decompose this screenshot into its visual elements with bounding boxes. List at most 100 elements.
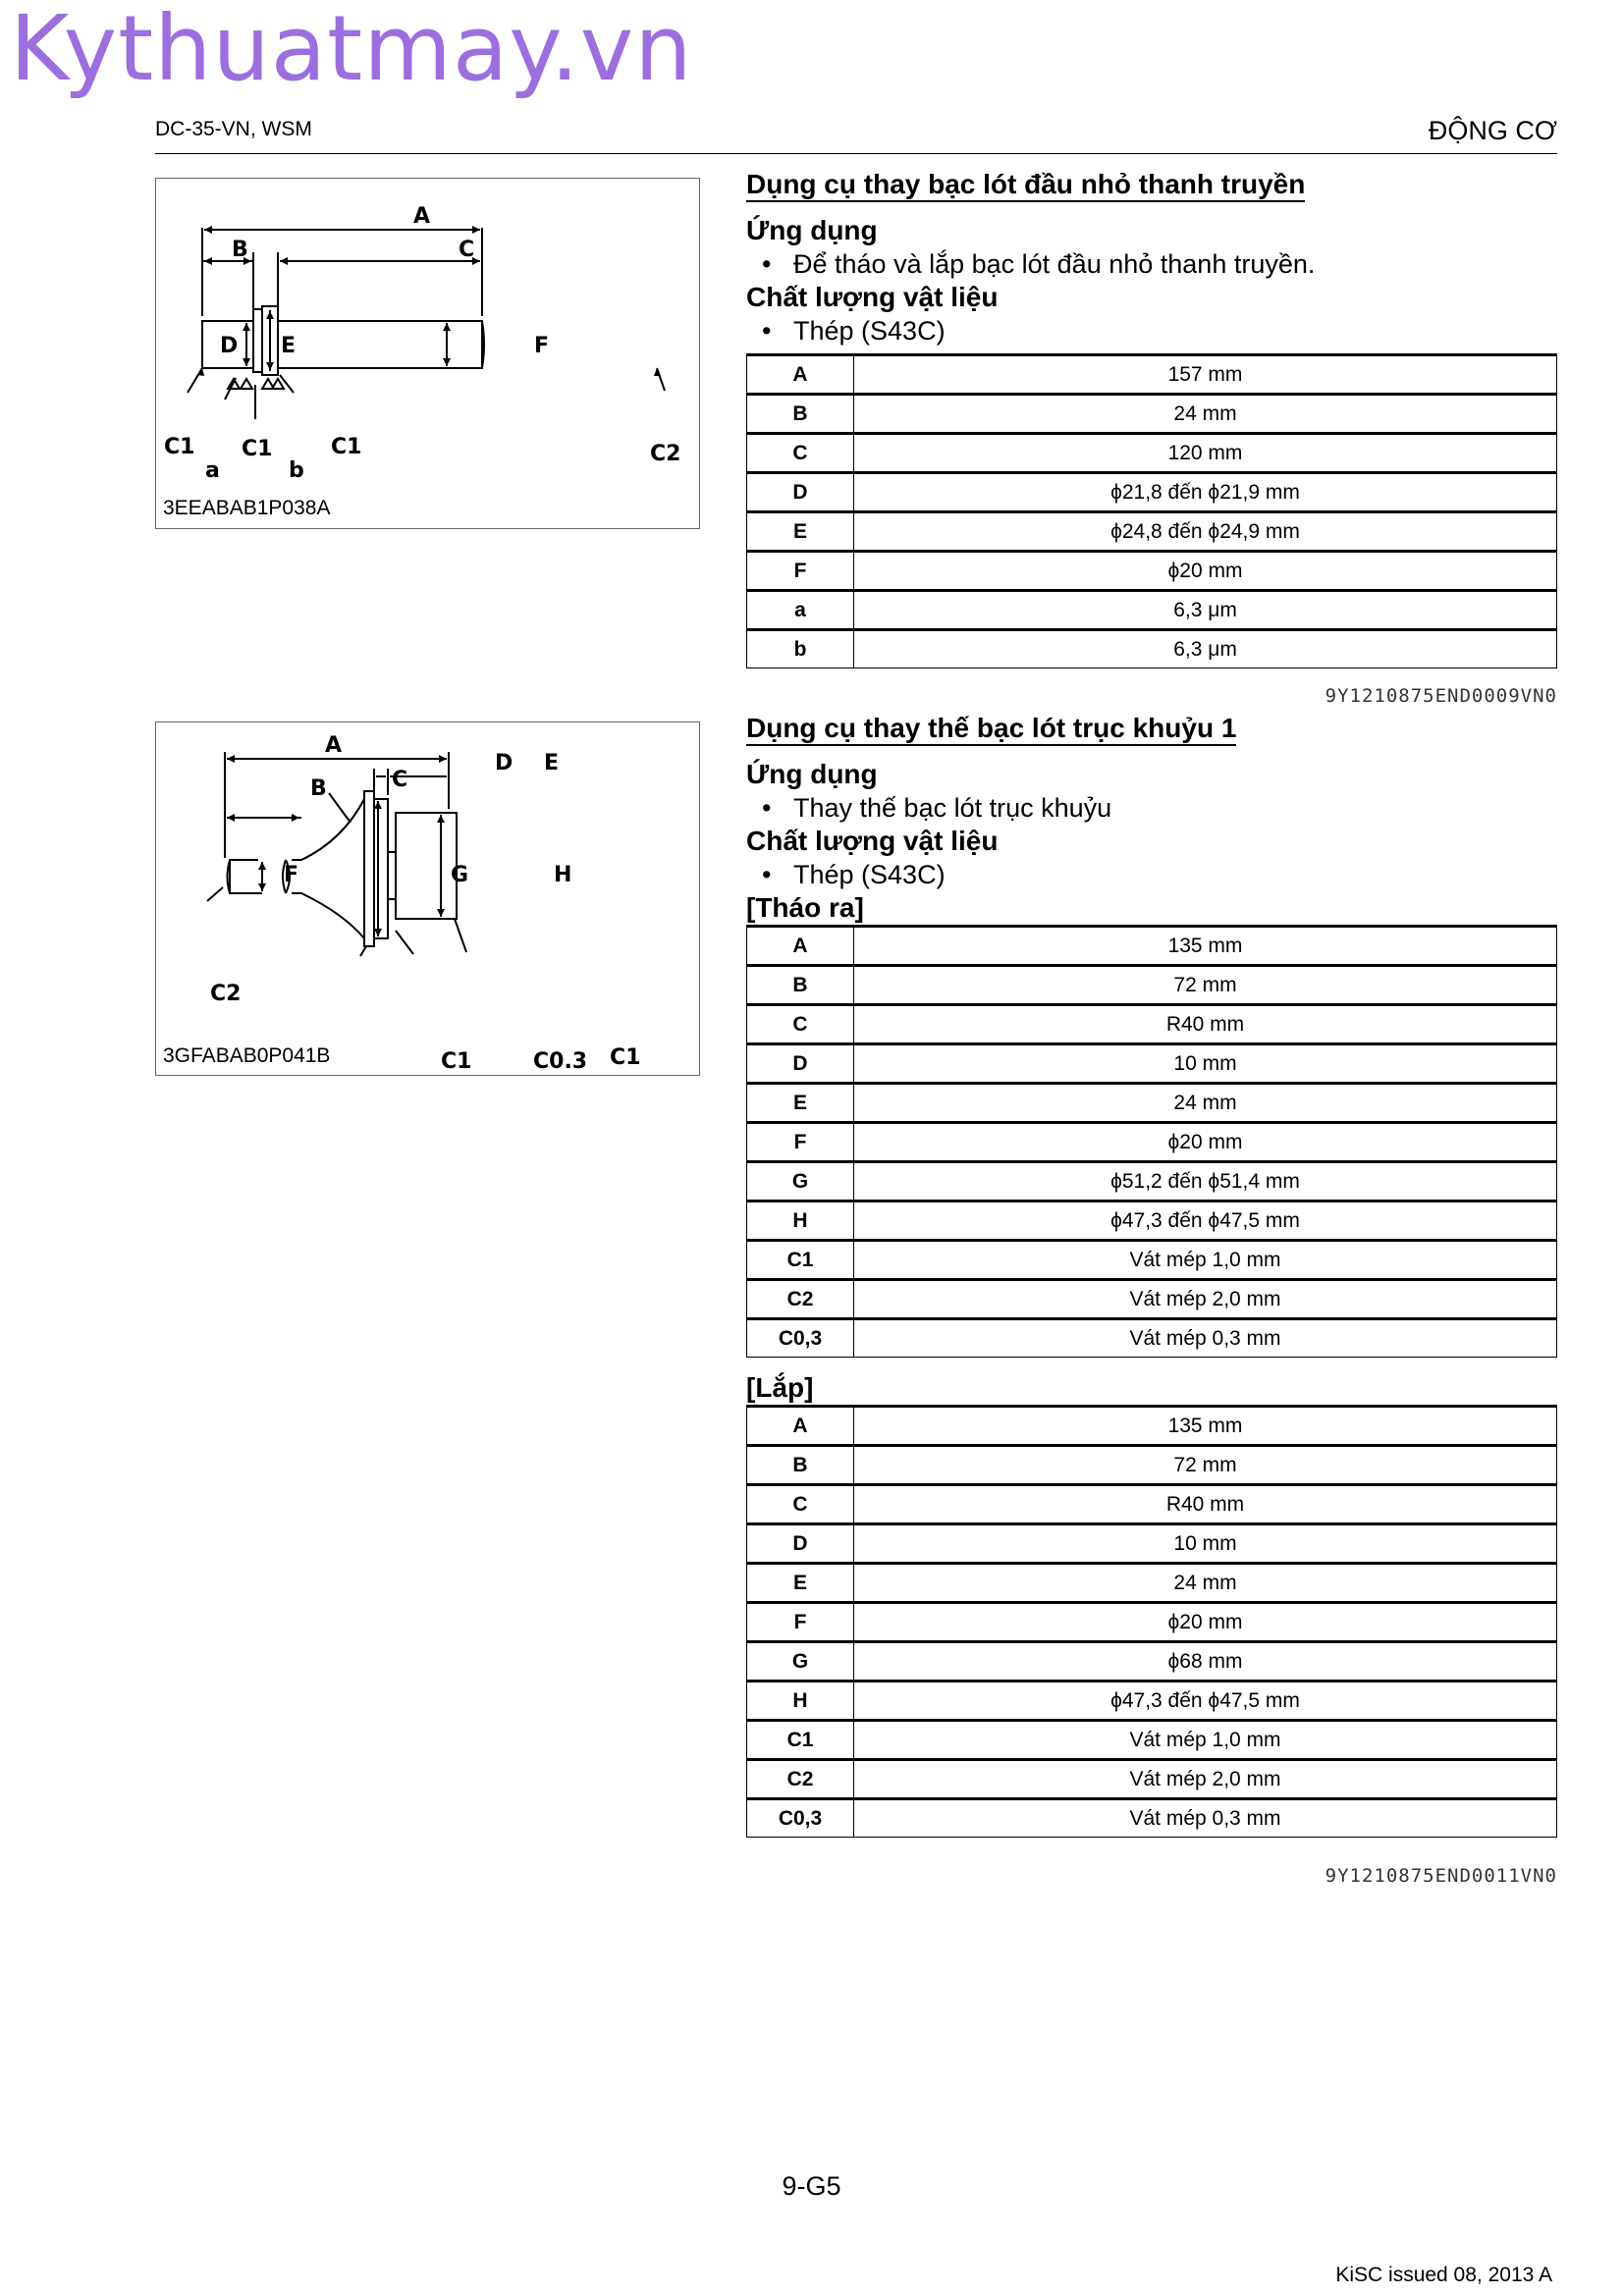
spec-key: C2 bbox=[746, 1759, 854, 1799]
fig2-label-h: H bbox=[554, 863, 571, 887]
section2-material-heading: Chất lượng vật liệu bbox=[746, 826, 999, 856]
spec-key: a bbox=[746, 590, 854, 630]
spec-key: B bbox=[746, 965, 854, 1005]
spec-value: ϕ47,3 đến ϕ47,5 mm bbox=[853, 1681, 1557, 1721]
spec-key: C1 bbox=[746, 1240, 854, 1280]
spec-key: B bbox=[746, 1445, 854, 1485]
section2-application-heading: Ứng dụng bbox=[746, 759, 878, 789]
spec-value: Vát mép 1,0 mm bbox=[853, 1240, 1557, 1280]
spec-key: D bbox=[746, 472, 854, 512]
spec-value: ϕ20 mm bbox=[853, 1602, 1557, 1642]
fig1-label-b-lower: b bbox=[289, 458, 304, 483]
fig2-label-a: A bbox=[325, 733, 342, 758]
section2-application-item: •Thay thế bạc lót trục khuỷu bbox=[762, 793, 1112, 823]
figure-small-end-bushing-tool: A B C D E F C1 C1 C1 C2 a b 3EEABAB1P038… bbox=[155, 178, 700, 529]
figure2-drawing: A B C D E F G H C2 C1 C0.3 C1 bbox=[206, 733, 640, 1074]
spec-value: Vát mép 2,0 mm bbox=[853, 1759, 1557, 1799]
watermark: Kythuatmay.vn bbox=[10, 0, 693, 101]
spec-value: 135 mm bbox=[853, 1406, 1557, 1446]
spec-key: A bbox=[746, 926, 854, 966]
fig2-label-c: C bbox=[392, 768, 407, 792]
spec-key: E bbox=[746, 1563, 854, 1603]
fig1-label-b: B bbox=[232, 238, 248, 262]
figure-crankshaft-bushing-tool: A B C D E F G H C2 C1 C0.3 C1 3GFABAB0P0… bbox=[155, 721, 700, 1076]
spec-value: ϕ20 mm bbox=[853, 551, 1557, 591]
spec-key: E bbox=[746, 511, 854, 552]
spec-key: G bbox=[746, 1641, 854, 1682]
fig1-label-e: E bbox=[281, 334, 296, 358]
fig1-label-c: C bbox=[459, 238, 474, 262]
spec-value: 6,3 μm bbox=[853, 590, 1557, 630]
spec-key: D bbox=[746, 1043, 854, 1084]
spec-key: C bbox=[746, 1004, 854, 1044]
spec-value: ϕ47,3 đến ϕ47,5 mm bbox=[853, 1201, 1557, 1241]
spec-value: Vát mép 1,0 mm bbox=[853, 1720, 1557, 1760]
spec-value: 72 mm bbox=[853, 1445, 1557, 1485]
header-rule bbox=[155, 153, 1557, 154]
section2-removal-heading: [Tháo ra] bbox=[746, 892, 864, 923]
figure1-drawing: A B C D E F C1 C1 C1 C2 a b bbox=[164, 204, 680, 483]
section1-title: Dụng cụ thay bạc lót đầu nhỏ thanh truyề… bbox=[746, 169, 1306, 202]
section1-application-item: •Để tháo và lắp bạc lót đầu nhỏ thanh tr… bbox=[762, 249, 1316, 279]
footer-issue: KiSC issued 08, 2013 A bbox=[1335, 2264, 1552, 2286]
section2-reference-code: 9Y1210875END0011VN0 bbox=[1325, 1865, 1557, 1887]
spec-value: ϕ21,8 đến ϕ21,9 mm bbox=[853, 472, 1557, 512]
spec-value: 10 mm bbox=[853, 1523, 1557, 1564]
spec-key: C2 bbox=[746, 1279, 854, 1319]
spec-key: F bbox=[746, 1602, 854, 1642]
fig2-label-d: D bbox=[495, 751, 513, 775]
spec-value: R40 mm bbox=[853, 1004, 1557, 1044]
header-chapter: ĐỘNG CƠ bbox=[1428, 116, 1557, 145]
fig1-label-c1-left: C1 bbox=[164, 435, 194, 459]
spec-value: 72 mm bbox=[853, 965, 1557, 1005]
fig1-label-a: A bbox=[413, 204, 430, 229]
spec-value: ϕ51,2 đến ϕ51,4 mm bbox=[853, 1161, 1557, 1201]
spec-value: 24 mm bbox=[853, 394, 1557, 434]
fig1-label-a-lower: a bbox=[205, 458, 220, 483]
fig1-label-c2: C2 bbox=[650, 442, 680, 466]
spec-key: C bbox=[746, 433, 854, 473]
spec-value: 24 mm bbox=[853, 1083, 1557, 1123]
section2-material-item: •Thép (S43C) bbox=[762, 860, 946, 889]
fig2-label-e: E bbox=[544, 751, 559, 775]
section1-material-heading: Chất lượng vật liệu bbox=[746, 282, 999, 312]
section2-install-heading: [Lắp] bbox=[746, 1372, 814, 1403]
spec-value: R40 mm bbox=[853, 1484, 1557, 1524]
spec-key: A bbox=[746, 1406, 854, 1446]
fig1-label-d: D bbox=[220, 334, 238, 358]
fig2-label-c1-right: C1 bbox=[610, 1045, 640, 1070]
fig2-label-c1-left: C1 bbox=[441, 1049, 471, 1074]
spec-value: ϕ20 mm bbox=[853, 1122, 1557, 1162]
spec-value: ϕ24,8 đến ϕ24,9 mm bbox=[853, 511, 1557, 552]
spec-key: F bbox=[746, 551, 854, 591]
section-crankshaft-bushing: Dụng cụ thay thế bạc lót trục khuỷu 1 Ứn… bbox=[746, 713, 1557, 1838]
section1-material-item: •Thép (S43C) bbox=[762, 316, 946, 346]
figure2-code: 3GFABAB0P041B bbox=[163, 1044, 331, 1067]
spec-value: 6,3 μm bbox=[853, 629, 1557, 668]
section2-title: Dụng cụ thay thế bạc lót trục khuỷu 1 bbox=[746, 713, 1237, 746]
spec-key: B bbox=[746, 394, 854, 434]
